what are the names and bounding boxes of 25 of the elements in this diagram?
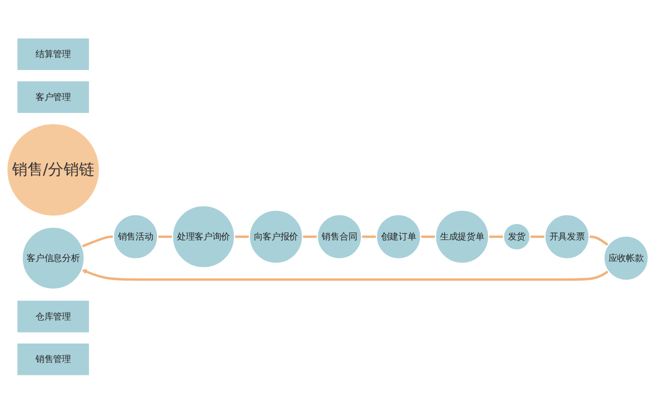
connector: [530, 235, 545, 238]
connector: [488, 235, 504, 238]
node-circle: 销售活动: [112, 214, 158, 260]
node-circle: 处理客户询价: [172, 204, 236, 268]
node-box: 结算管理: [17, 38, 89, 70]
connector: [81, 235, 114, 248]
connector: [158, 235, 172, 238]
node-box: 销售管理: [17, 343, 89, 375]
connector: [234, 235, 250, 238]
node-circle: 销售合同: [316, 214, 362, 260]
node-circle: 创建订单: [376, 214, 422, 260]
node-circle: 应收帐款: [603, 235, 649, 281]
node-circle: 向客户报价: [248, 209, 304, 264]
arrow: [82, 268, 609, 280]
connector: [362, 235, 376, 238]
node-circle: 客户信息分析: [22, 226, 85, 290]
node-circle: 发货: [502, 222, 531, 250]
connector: [420, 235, 436, 238]
node-circle: 开具发票: [544, 214, 590, 260]
node-box: 客户管理: [17, 80, 89, 113]
node-circle: 生成提货单: [434, 209, 490, 264]
connector: [589, 235, 609, 246]
node-box: 仓库管理: [17, 300, 89, 332]
connector: [302, 235, 318, 238]
node-circle: 销售/分销链: [7, 124, 99, 216]
